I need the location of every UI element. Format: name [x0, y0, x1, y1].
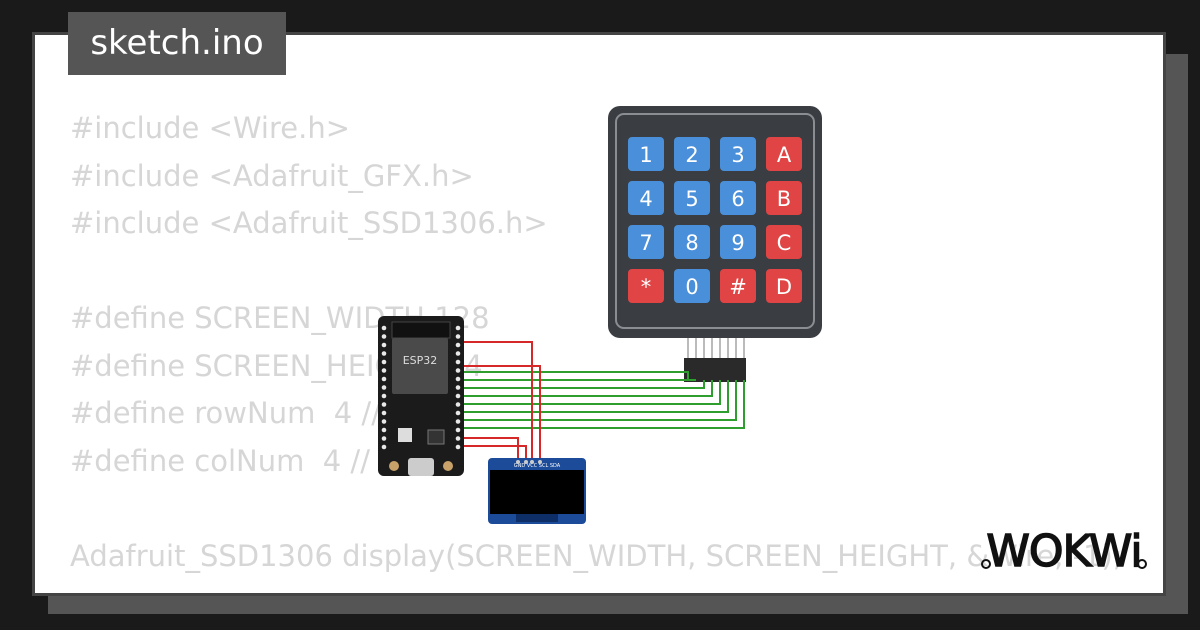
key-0[interactable]: 0 — [674, 269, 710, 303]
key-label: D — [776, 275, 792, 299]
code-line: #include <Wire.h> — [70, 111, 351, 145]
keypad-wires — [400, 371, 745, 429]
key-8[interactable]: 8 — [674, 225, 710, 259]
board-pin — [455, 342, 461, 348]
board-pin — [381, 410, 387, 416]
keypad-bezel — [615, 113, 815, 329]
key-B[interactable]: B — [766, 181, 802, 215]
board-pin — [381, 393, 387, 399]
key-label: 5 — [685, 187, 698, 211]
board-pin — [455, 359, 461, 365]
key-4[interactable]: 4 — [628, 181, 664, 215]
board-pin — [381, 419, 387, 424]
keypad-connector — [684, 358, 746, 382]
board-pin — [455, 444, 461, 450]
board-pin — [455, 419, 461, 424]
key-7[interactable]: 7 — [628, 225, 664, 259]
wokwi-logo-text: WOKWi — [986, 526, 1141, 577]
board-pin — [381, 359, 387, 365]
board-pin — [381, 444, 387, 450]
board-pin — [381, 385, 387, 390]
key-label: B — [777, 187, 791, 211]
oled-display[interactable]: GND VCC SCL SDA — [488, 458, 586, 524]
esp32-chip — [392, 338, 448, 394]
code-line: #define colNum 4 // cols — [70, 443, 437, 478]
key-A[interactable]: A — [766, 137, 802, 171]
board-pin — [455, 393, 461, 399]
board-pin — [455, 325, 461, 331]
key-label: 7 — [639, 231, 652, 255]
board-pin — [381, 427, 387, 433]
board-pin — [381, 325, 387, 331]
code-line: #include <Adafruit_GFX.h> — [70, 158, 474, 193]
key-D[interactable]: D — [766, 269, 802, 303]
preview-card: #include <Wire.h> #include <Adafruit_GFX.… — [32, 32, 1166, 596]
code-line: #define rowNum 4 // row — [70, 396, 443, 430]
board-pin — [455, 436, 461, 441]
key-3[interactable]: 3 — [720, 137, 756, 171]
board-pin — [381, 334, 387, 339]
board-pin — [381, 351, 387, 356]
button-left — [389, 461, 399, 471]
wokwi-logo: WOKWi — [981, 525, 1147, 578]
key-label: 9 — [731, 231, 744, 255]
board-pin — [381, 436, 387, 441]
usb-port — [408, 458, 434, 476]
board-pin — [455, 385, 461, 390]
key-5[interactable]: 5 — [674, 181, 710, 215]
board-pin — [381, 376, 387, 382]
key-C[interactable]: C — [766, 225, 802, 259]
oled-power-wires — [462, 341, 541, 462]
esp32-chip-label: ESP32 — [403, 354, 438, 367]
board-pin — [455, 402, 461, 407]
key-1[interactable]: 1 — [628, 137, 664, 171]
board-pin — [455, 427, 461, 433]
key-label: 3 — [731, 143, 744, 167]
oled-screen — [490, 470, 584, 514]
wires — [400, 341, 745, 462]
key-label: A — [777, 143, 792, 167]
board-pin — [455, 410, 461, 416]
code-line: #include <Adafruit_SSD1306.h> — [70, 206, 548, 240]
keypad[interactable]: 1 2 3 A 4 5 6 B 7 8 9 C * 0 # D — [608, 106, 822, 382]
board-pin — [455, 334, 461, 339]
keypad-connector-pins — [687, 338, 745, 358]
oled-pin-labels: GND VCC SCL SDA — [514, 463, 561, 469]
key-9[interactable]: 9 — [720, 225, 756, 259]
key-label: 2 — [685, 143, 698, 167]
key-label: 0 — [685, 275, 698, 299]
keypad-keys: 1 2 3 A 4 5 6 B 7 8 9 C * 0 # D — [628, 137, 802, 303]
key-label: C — [777, 231, 792, 255]
board-pin — [381, 342, 387, 348]
board-pins — [381, 325, 461, 450]
key-#[interactable]: # — [720, 269, 756, 303]
code-line: Adafruit_SSD1306 display(SCREEN_WIDTH, S… — [70, 538, 1123, 573]
key-*[interactable]: * — [628, 269, 664, 303]
key-label: 8 — [685, 231, 698, 255]
button-right — [443, 461, 453, 471]
key-label: # — [729, 275, 747, 299]
key-label: 4 — [639, 187, 652, 211]
code-listing: #include <Wire.h> #include <Adafruit_GFX.… — [70, 105, 1123, 580]
board-pin — [455, 351, 461, 356]
esp32-board[interactable]: ESP32 — [378, 316, 464, 476]
board-pin — [455, 376, 461, 382]
key-label: 1 — [639, 143, 652, 167]
key-2[interactable]: 2 — [674, 137, 710, 171]
board-pin — [455, 368, 461, 373]
board-pin — [381, 368, 387, 373]
file-tab[interactable]: sketch.ino — [68, 12, 286, 75]
key-6[interactable]: 6 — [720, 181, 756, 215]
key-label: 6 — [731, 187, 744, 211]
board-pin — [381, 402, 387, 407]
key-label: * — [641, 275, 652, 299]
